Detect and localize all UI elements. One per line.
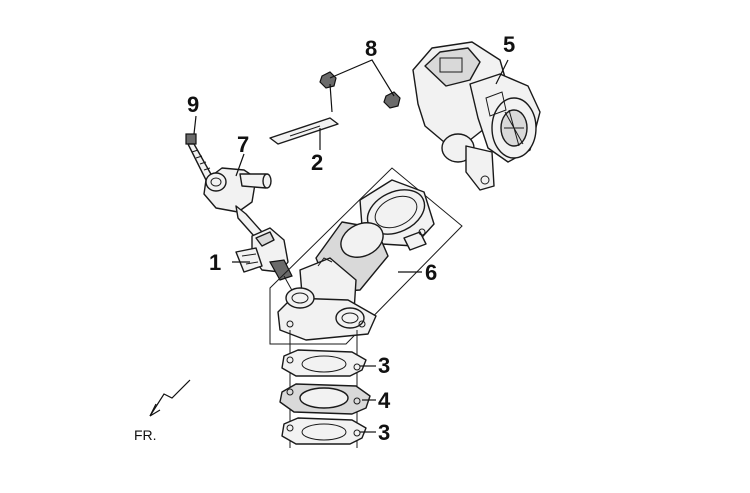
callout-8: 8 xyxy=(365,36,377,61)
front-direction-label: FR. xyxy=(134,427,157,443)
injector-holder-part xyxy=(203,167,272,237)
bracket-part xyxy=(269,117,339,145)
fuel-injector-part xyxy=(235,227,295,295)
front-direction-arrow-icon xyxy=(149,379,191,417)
callout-9: 9 xyxy=(187,92,199,117)
nut-part xyxy=(319,71,401,109)
intake-manifold-part xyxy=(269,167,463,345)
throttle-body-part xyxy=(412,41,541,191)
callout-3-lower: 3 xyxy=(378,420,390,445)
callout-3-upper: 3 xyxy=(378,353,390,378)
callout-2: 2 xyxy=(311,150,323,175)
bolt-part xyxy=(185,133,213,181)
callout-1: 1 xyxy=(209,250,221,275)
callout-7: 7 xyxy=(237,132,249,157)
callout-6: 6 xyxy=(425,260,437,285)
insulator-part xyxy=(279,383,371,415)
callout-5: 5 xyxy=(503,32,515,57)
callout-4: 4 xyxy=(378,388,391,413)
gasket-part-upper xyxy=(281,349,367,377)
gasket-part-lower xyxy=(281,417,367,445)
